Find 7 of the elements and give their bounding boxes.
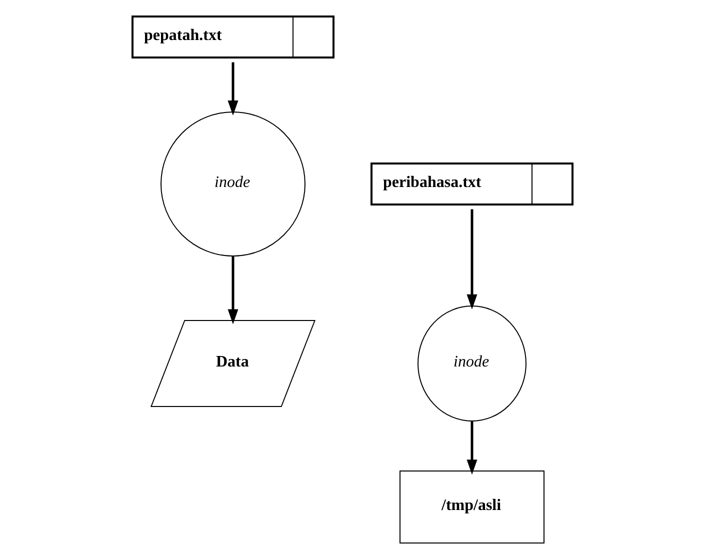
arrow: [466, 421, 477, 475]
arrow: [466, 209, 477, 310]
node-box: /tmp/asli: [399, 470, 544, 544]
arrow: [227, 62, 238, 116]
node-circle: inode: [417, 306, 526, 422]
arrow: [227, 256, 238, 324]
node-circle: inode: [160, 112, 305, 256]
